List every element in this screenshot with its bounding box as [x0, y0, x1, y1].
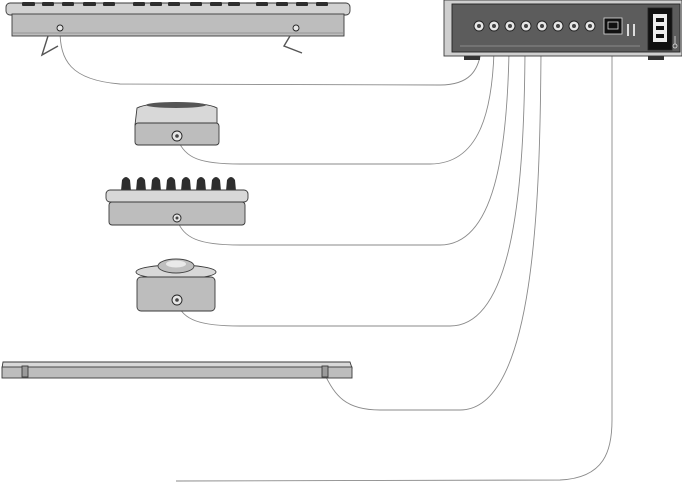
cable-fader-module	[178, 52, 494, 164]
knob-row	[121, 177, 236, 191]
keyboard-right-foot	[284, 36, 302, 53]
rail-clip-left	[22, 366, 28, 377]
keyboard-port-2	[293, 25, 299, 31]
keyboard	[6, 2, 350, 55]
interface-foot-right	[648, 56, 664, 60]
keyboard-keys	[22, 2, 328, 6]
trackball-module	[136, 259, 216, 311]
interface-panel	[452, 4, 680, 52]
interface-foot-left	[464, 56, 480, 60]
network-port-icon	[604, 18, 622, 34]
cable-keyboard	[60, 30, 481, 85]
cables	[60, 30, 612, 481]
rail-clip-right	[322, 366, 328, 377]
interface	[444, 0, 682, 60]
power-inlet-icon	[648, 8, 672, 50]
rail	[2, 362, 352, 378]
keyboard-port	[57, 25, 63, 31]
knob-module	[106, 177, 248, 225]
fader-module	[135, 102, 219, 145]
keyboard-left-foot	[42, 36, 58, 55]
cable-rail	[325, 52, 541, 410]
cable-network	[176, 52, 612, 481]
